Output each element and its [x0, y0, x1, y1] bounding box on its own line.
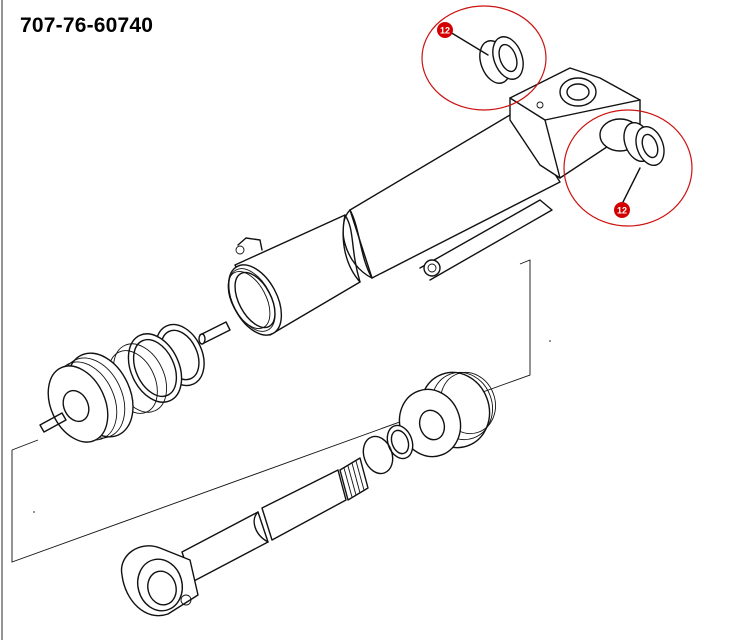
- cylinder-barrel: [227, 111, 561, 336]
- callout-top-label: 12: [440, 26, 450, 36]
- piston-assembly: [39, 321, 231, 443]
- assembly-bracket: [11, 259, 531, 563]
- callout-right: 12: [563, 109, 693, 227]
- callout-top: 12: [421, 5, 547, 111]
- callout-right-label: 12: [617, 206, 627, 216]
- part-number-title: 707-76-60740: [20, 14, 154, 37]
- rod-gland: [362, 371, 496, 475]
- bushing-right: [623, 121, 665, 167]
- bushing-top: [479, 36, 524, 84]
- piston-rod: [120, 457, 369, 617]
